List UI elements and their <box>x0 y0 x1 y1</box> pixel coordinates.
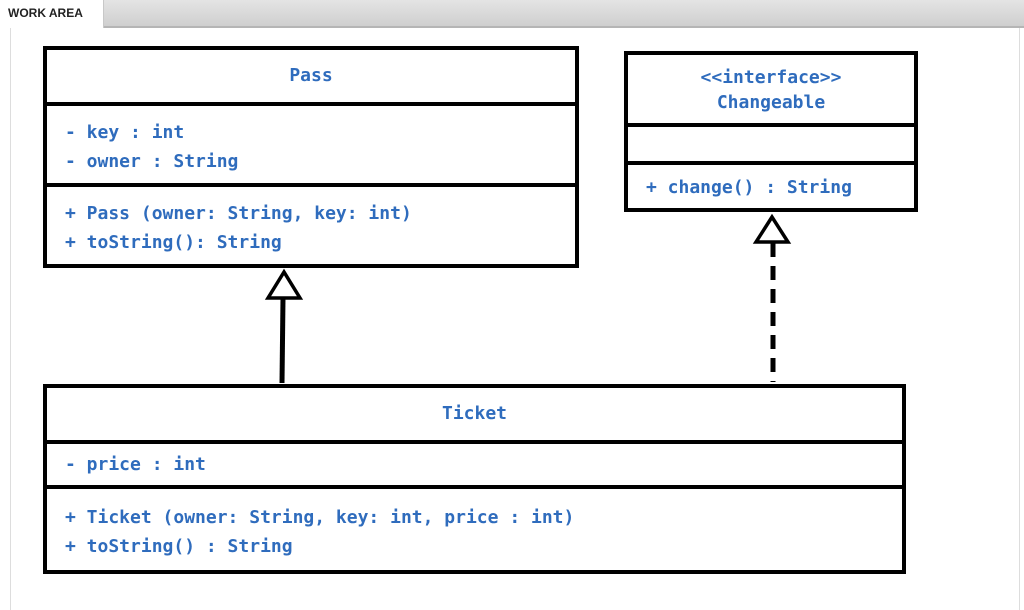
attributes-section <box>628 127 914 165</box>
class-name: Pass <box>289 65 333 86</box>
attribute: - price : int <box>65 454 206 475</box>
class-name: Ticket <box>441 403 508 424</box>
method: + Ticket (owner: String, key: int, price… <box>65 507 575 528</box>
methods-section: + change() : String <box>628 165 914 201</box>
class-name-section: <<interface>> Changeable <box>628 55 914 127</box>
method: + Pass (owner: String, key: int) <box>65 203 412 224</box>
method: + toString() : String <box>65 536 293 557</box>
methods-section: + Ticket (owner: String, key: int, price… <box>47 489 902 561</box>
attribute: - key : int <box>65 122 185 143</box>
top-bar <box>0 0 1024 28</box>
class-ticket[interactable]: Ticket - price : int + Ticket (owner: St… <box>43 384 906 574</box>
class-name-section: Pass <box>47 50 575 106</box>
method: + change() : String <box>646 177 852 198</box>
stereotype: <<interface>> <box>700 67 842 88</box>
work-area-canvas <box>10 28 1020 610</box>
class-name: Changeable <box>716 92 826 113</box>
tab-work-area[interactable]: WORK AREA <box>0 0 104 28</box>
class-name-section: Ticket <box>47 388 902 444</box>
attribute: - owner : String <box>65 151 239 172</box>
methods-section: + Pass (owner: String, key: int) + toStr… <box>47 187 575 257</box>
interface-changeable[interactable]: <<interface>> Changeable + change() : St… <box>624 51 918 212</box>
class-pass[interactable]: Pass - key : int - owner : String + Pass… <box>43 46 579 268</box>
attributes-section: - price : int <box>47 444 902 489</box>
method: + toString(): String <box>65 232 282 253</box>
attributes-section: - key : int - owner : String <box>47 106 575 187</box>
